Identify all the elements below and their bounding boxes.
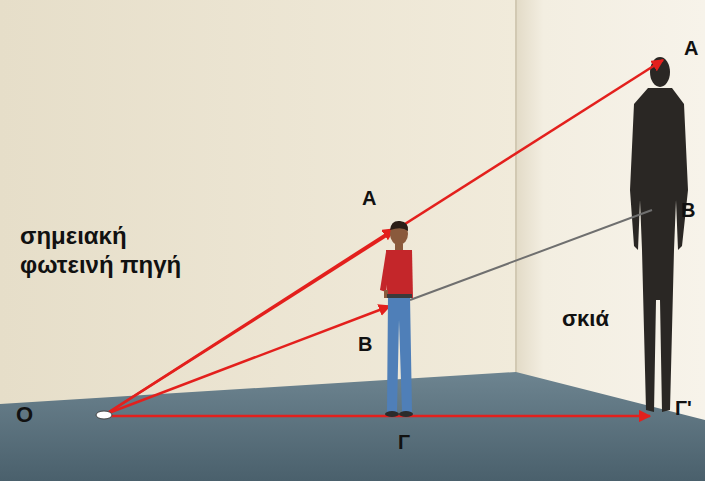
light-ray (106, 60, 663, 414)
light-ray (106, 306, 390, 414)
person-figure (380, 221, 413, 417)
point-label: Γ (398, 430, 410, 454)
wall-corner (515, 0, 517, 372)
image-point-label: Γ' (675, 396, 692, 420)
point-light-source (96, 411, 112, 419)
source-label: σημειακή φωτεινή πηγή (20, 222, 185, 280)
shadow-label: σκιά (562, 306, 609, 332)
image-point-label: A (684, 36, 698, 60)
point-label: O (16, 402, 33, 428)
image-point-label: B (681, 198, 695, 222)
point-label: B (358, 332, 372, 356)
shadow-figure (630, 57, 688, 412)
blocked-ray (410, 210, 652, 300)
light-ray (106, 415, 650, 418)
floor (0, 372, 705, 481)
point-label: A (362, 186, 376, 210)
